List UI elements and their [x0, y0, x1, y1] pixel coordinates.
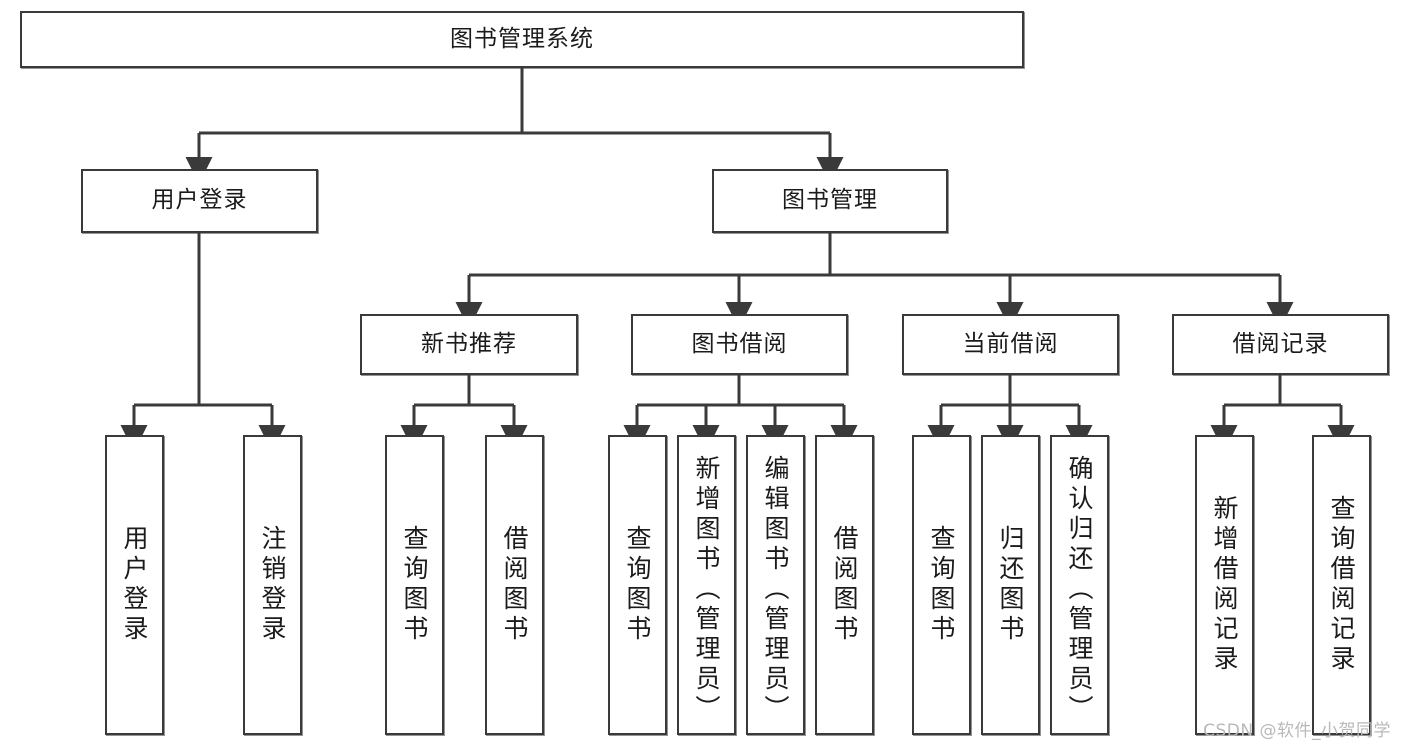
node-label: 新书推荐: [421, 330, 517, 357]
node-label: 图书管理: [782, 187, 878, 214]
node-label: 借阅记录: [1232, 330, 1329, 357]
leaf-current-query-book[interactable]: 查询图书: [912, 435, 971, 735]
leaf-recommend-borrow-book[interactable]: 借阅图书: [485, 435, 544, 735]
leaf-current-confirm-return-admin[interactable]: 确认归还（管理员）: [1050, 435, 1109, 735]
node-label: 确认归还（管理员）: [1065, 455, 1094, 725]
node-label: 图书管理系统: [450, 25, 594, 52]
csdn-watermark: CSDN @软件_小贺同学: [1203, 721, 1391, 741]
node-current-borrow[interactable]: 当前借阅: [902, 314, 1119, 375]
node-label: 归还图书: [996, 525, 1025, 645]
node-label: 编辑图书（管理员）: [761, 455, 790, 725]
node-borrow-record[interactable]: 借阅记录: [1172, 314, 1389, 375]
leaf-recommend-query-book[interactable]: 查询图书: [385, 435, 444, 735]
node-user-login[interactable]: 用户登录: [81, 169, 318, 233]
node-label: 当前借阅: [962, 330, 1059, 357]
leaf-borrow-query-book[interactable]: 查询图书: [608, 435, 667, 735]
node-book-borrow[interactable]: 图书借阅: [631, 314, 848, 375]
leaf-current-return-book[interactable]: 归还图书: [981, 435, 1040, 735]
node-label: 查询图书: [623, 525, 652, 645]
leaf-record-query-record[interactable]: 查询借阅记录: [1312, 435, 1371, 735]
leaf-user-login-login[interactable]: 用户登录: [105, 435, 164, 735]
node-label: 查询图书: [400, 525, 429, 645]
node-label: 查询图书: [927, 525, 956, 645]
node-root-system[interactable]: 图书管理系统: [20, 11, 1024, 68]
node-book-management[interactable]: 图书管理: [712, 169, 948, 233]
node-label: 借阅图书: [500, 525, 529, 645]
leaf-borrow-borrow-book[interactable]: 借阅图书: [815, 435, 874, 735]
leaf-record-add-record[interactable]: 新增借阅记录: [1195, 435, 1254, 735]
leaf-borrow-add-book-admin[interactable]: 新增图书（管理员）: [677, 435, 736, 735]
node-label: 借阅图书: [830, 525, 859, 645]
node-label: 图书借阅: [691, 330, 788, 357]
node-label: 用户登录: [151, 187, 248, 214]
node-label: 查询借阅记录: [1327, 495, 1356, 675]
node-label: 新增图书（管理员）: [692, 455, 721, 725]
leaf-user-login-logout[interactable]: 注销登录: [243, 435, 302, 735]
node-new-book-recommend[interactable]: 新书推荐: [360, 314, 578, 375]
node-label: 注销登录: [258, 525, 287, 645]
node-label: 用户登录: [120, 525, 149, 645]
node-label: 新增借阅记录: [1210, 495, 1239, 675]
leaf-borrow-edit-book-admin[interactable]: 编辑图书（管理员）: [746, 435, 805, 735]
